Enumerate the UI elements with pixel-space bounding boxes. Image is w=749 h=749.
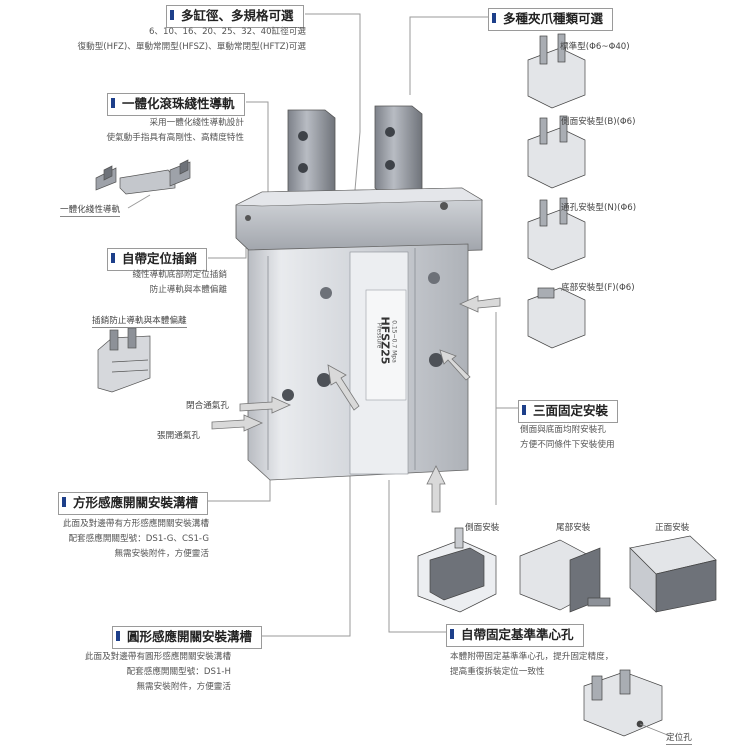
callout-datum-hole: 自帶固定基準準心孔	[446, 624, 584, 647]
jaw-bottom-thumb	[527, 287, 586, 349]
callout-jaw-types: 多種夾爪種類可選	[488, 8, 614, 31]
note-locating-pin-1: 綫性導軌底部附定位插銷	[132, 270, 227, 280]
label-locating-pin: 插銷防止導軌與本體偏離	[92, 316, 187, 328]
product-pressure: Pressure	[375, 322, 383, 349]
port-label-open: 張開通氣孔	[157, 431, 200, 441]
note-three-face-1: 側面與底面均附安裝孔	[520, 425, 606, 435]
mount-label-front: 正面安裝	[655, 523, 690, 533]
note-locating-pin-2: 防止導軌與本體偏離	[149, 285, 227, 295]
callout-ball-guide: 一體化滾珠綫性導軌	[107, 93, 245, 116]
linear-guide-illustration	[95, 159, 191, 195]
note-locating-pin: 綫性導軌底部附定位插銷 防止導軌與本體偏離	[132, 268, 227, 298]
jaw-side-thumb	[527, 115, 586, 189]
note-round-slot-2: 配套感應開關型號：DS1-H	[126, 667, 231, 677]
locating-pin-illustration	[97, 327, 151, 393]
note-round-slot: 此面及對邊帶有圓形感應開關安裝溝槽 配套感應開關型號：DS1-H 無需安裝附件，…	[85, 650, 231, 695]
port-label-close: 閉合通氣孔	[186, 401, 229, 411]
jaw-through-thumb	[527, 197, 586, 271]
note-round-slot-3: 無需安裝附件，方便靈活	[136, 682, 231, 692]
jaw-type-thumbnails	[527, 33, 586, 349]
note-square-slot-1: 此面及對邊帶有方形感應開關安裝溝槽	[62, 519, 209, 529]
mount-label-side: 側面安裝	[465, 523, 500, 533]
note-square-slot-3: 無需安裝附件，方便靈活	[114, 549, 209, 559]
note-ball-guide-2: 使氣動手指具有高剛性、高精度特性	[106, 133, 244, 143]
note-datum-hole-2: 提高重復拆裝定位一致性	[450, 667, 545, 677]
jaw-label-standard: 標準型(Φ6~Φ40)	[560, 42, 630, 52]
note-multi-bore-1: 6、10、16、20、25、32、40缸徑可選	[148, 27, 306, 37]
mount-label-tail: 尾部安裝	[556, 523, 591, 533]
leader-lines	[127, 13, 518, 637]
callout-multi-bore: 多缸徑、多規格可選	[166, 5, 304, 28]
product-label: HFSZ25 Pressure 0.15~0.7 Mpa	[369, 292, 405, 396]
mount-thumbnails	[417, 527, 717, 613]
note-datum-hole: 本體附帶固定基準準心孔，提升固定精度， 提高重復拆裝定位一致性	[450, 650, 613, 680]
jaw-label-side: 側面安裝型(B)(Φ6)	[561, 117, 636, 127]
product-pressure-range: 0.15~0.7 Mpa	[390, 320, 398, 363]
callout-three-face: 三面固定安裝	[518, 400, 619, 423]
callout-square-slot: 方形感應開關安裝溝槽	[58, 492, 209, 515]
note-square-slot: 此面及對邊帶有方形感應開關安裝溝槽 配套感應開關型號：DS1-G、CS1-G 無…	[63, 517, 209, 562]
datum-hole-thumbnail	[583, 669, 671, 737]
note-three-face: 側面與底面均附安裝孔 方便不同條件下安裝使用	[520, 423, 615, 453]
note-ball-guide-1: 采用一體化綫性導軌設計	[149, 118, 244, 128]
label-linear-guide: 一體化綫性導軌	[60, 205, 121, 217]
mount-side-thumb	[417, 527, 497, 613]
note-square-slot-2: 配套感應開關型號：DS1-G、CS1-G	[68, 534, 209, 544]
gripper-main-illustration	[235, 105, 484, 481]
note-three-face-2: 方便不同條件下安裝使用	[520, 440, 615, 450]
label-datum-hole: 定位孔	[666, 733, 692, 745]
jaw-standard-thumb	[527, 33, 586, 109]
arrow-markers	[211, 295, 501, 513]
callout-locating-pin: 自帶定位插銷	[107, 248, 208, 271]
note-multi-bore-2: 復動型(HFZ)、單動常開型(HFSZ)、單動常閉型(HFTZ)可選	[77, 42, 307, 52]
jaw-label-through: 通孔安裝型(N)(Φ6)	[561, 203, 637, 213]
jaw-label-bottom: 底部安裝型(F)(Φ6)	[561, 283, 635, 293]
mount-tail-thumb	[519, 539, 611, 613]
note-ball-guide: 采用一體化綫性導軌設計 使氣動手指具有高剛性、高精度特性	[106, 116, 244, 146]
mount-front-thumb	[629, 535, 717, 613]
note-round-slot-1: 此面及對邊帶有圓形感應開關安裝溝槽	[84, 652, 231, 662]
note-multi-bore: 6、10、16、20、25、32、40缸徑可選 復動型(HFZ)、單動常開型(H…	[78, 25, 307, 55]
callout-round-slot: 圓形感應開關安裝溝槽	[112, 626, 263, 649]
note-datum-hole-1: 本體附帶固定基準準心孔，提升固定精度，	[450, 652, 614, 662]
